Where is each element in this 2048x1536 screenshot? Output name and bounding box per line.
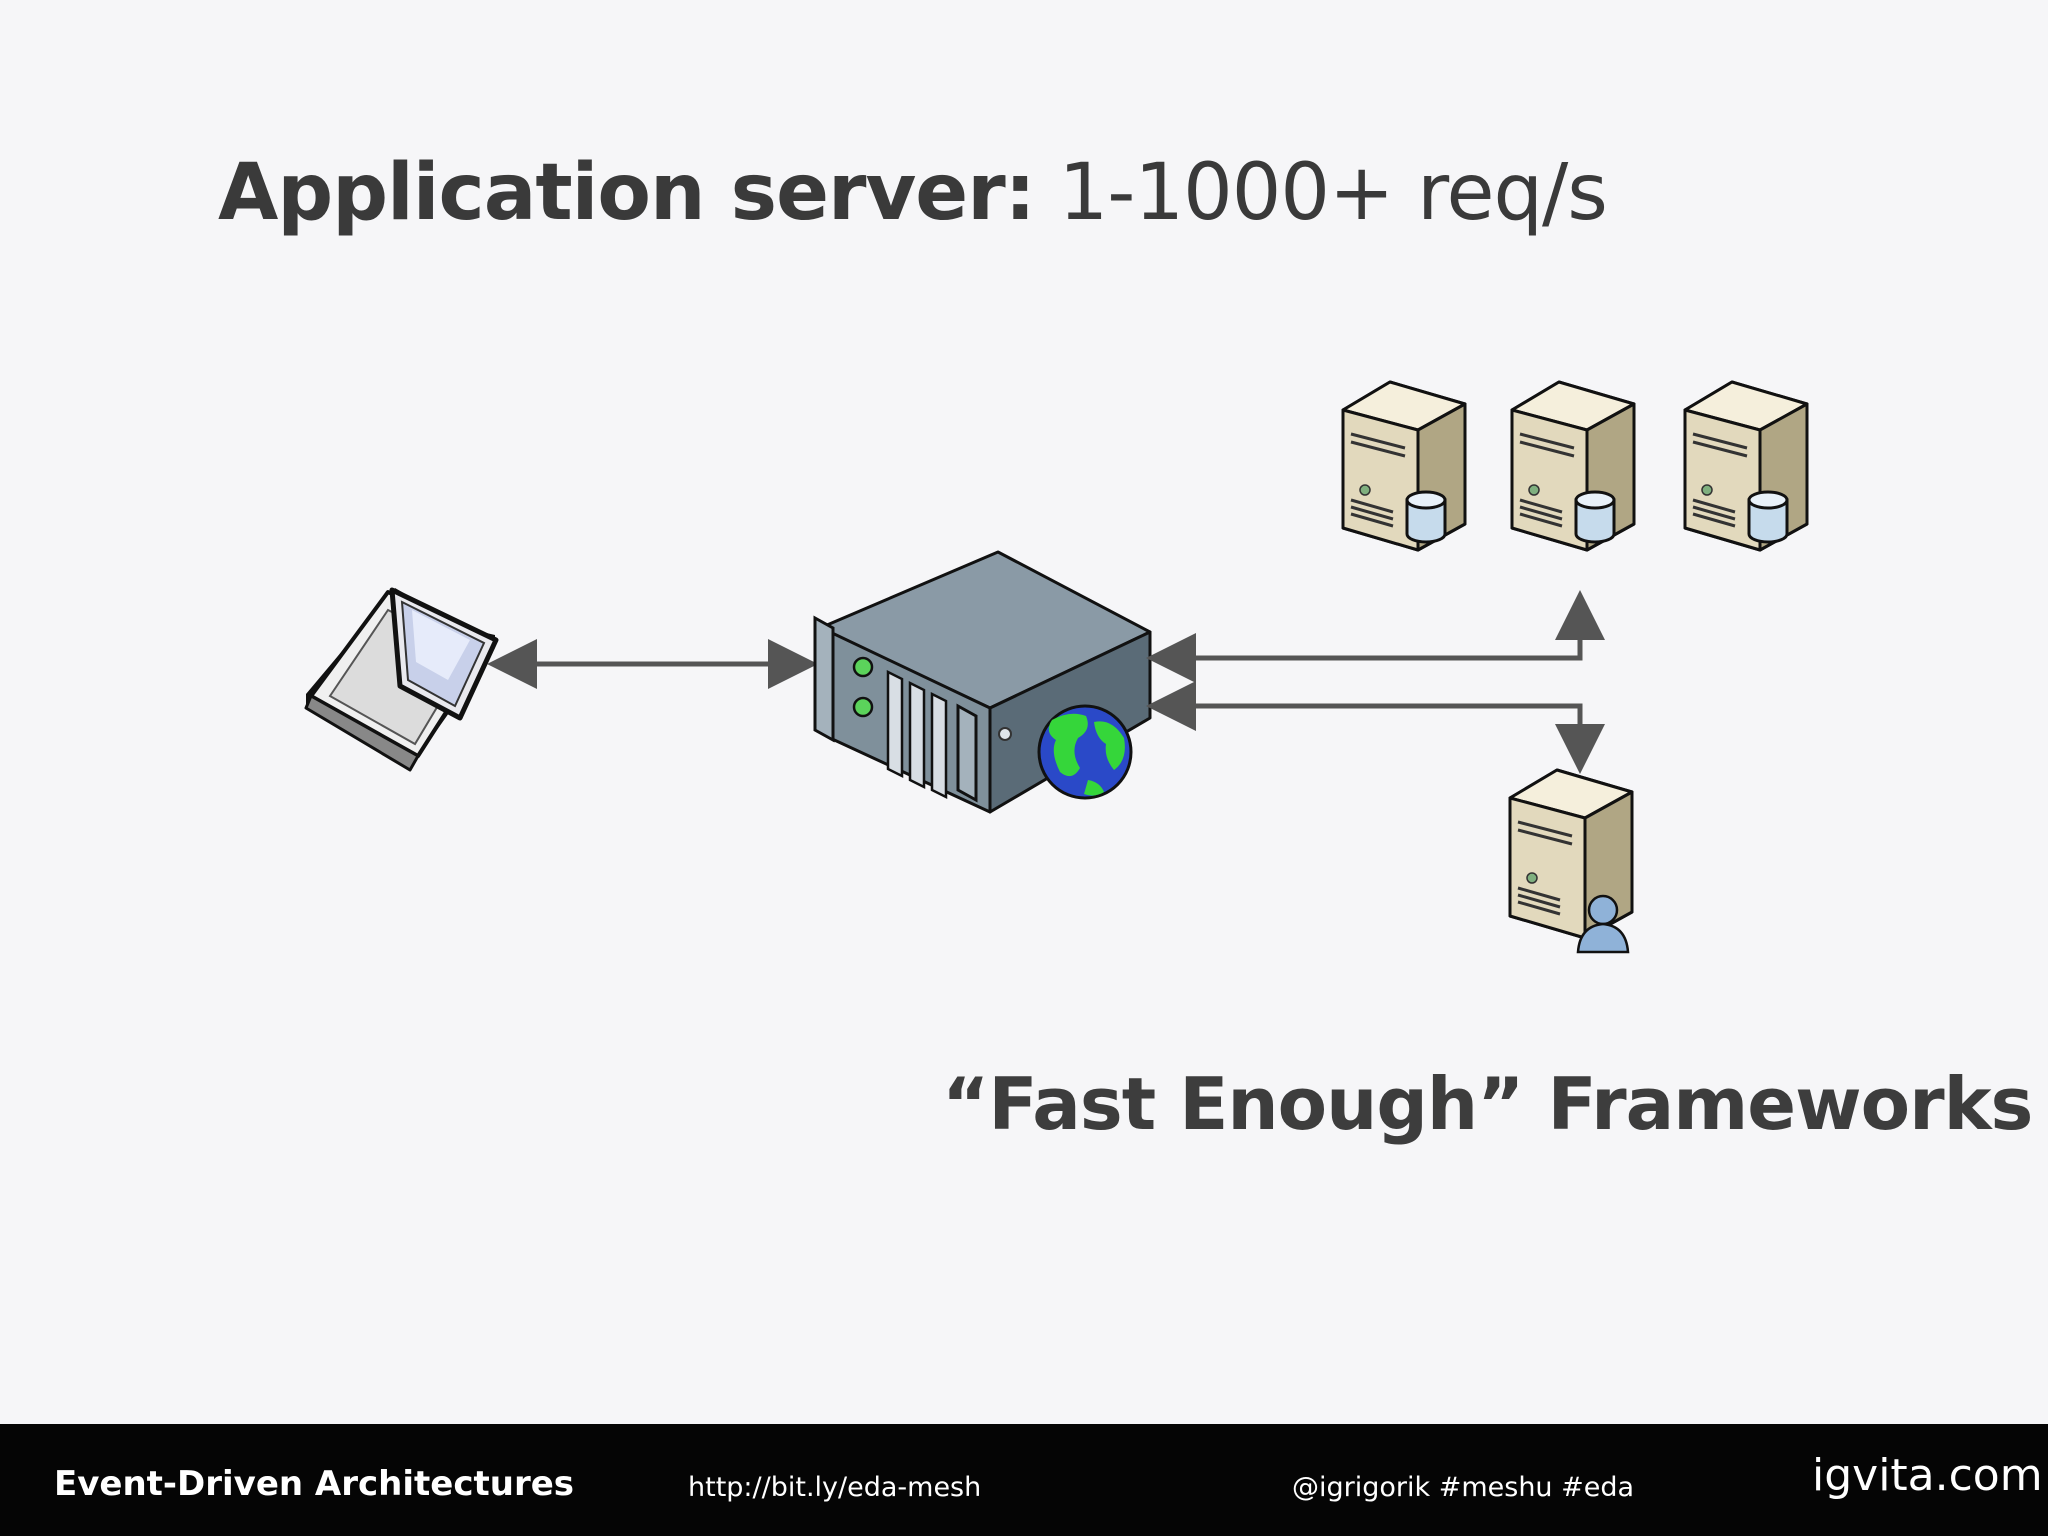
slide-subtitle: “Fast Enough” Frameworks [942,1062,2033,1146]
user-server-icon [1508,768,1634,954]
database-server-icon [1341,380,1467,552]
footer-link[interactable]: http://bit.ly/eda-mesh [688,1472,982,1503]
slide-title-normal: 1-1000+ req/s [1058,148,1608,238]
database-server-icon [1683,380,1809,552]
globe-icon [1037,704,1133,800]
arrow-server-to-databases [1146,590,1605,683]
footer-title: Event-Driven Architectures [54,1464,575,1504]
footer-tags: @igrigorik #meshu #eda [1292,1472,1635,1503]
architecture-diagram [304,380,1809,954]
laptop-icon [304,587,499,772]
arrow-server-to-user-server [1146,681,1605,774]
footer-logo: igvita.com [1812,1450,2043,1501]
database-server-icon [1510,380,1636,552]
slide-title: Application server: 1-1000+ req/s [218,148,1608,238]
footer-bar: Event-Driven Architectures http://bit.ly… [0,1424,2048,1536]
slide-title-bold: Application server: [218,148,1036,238]
